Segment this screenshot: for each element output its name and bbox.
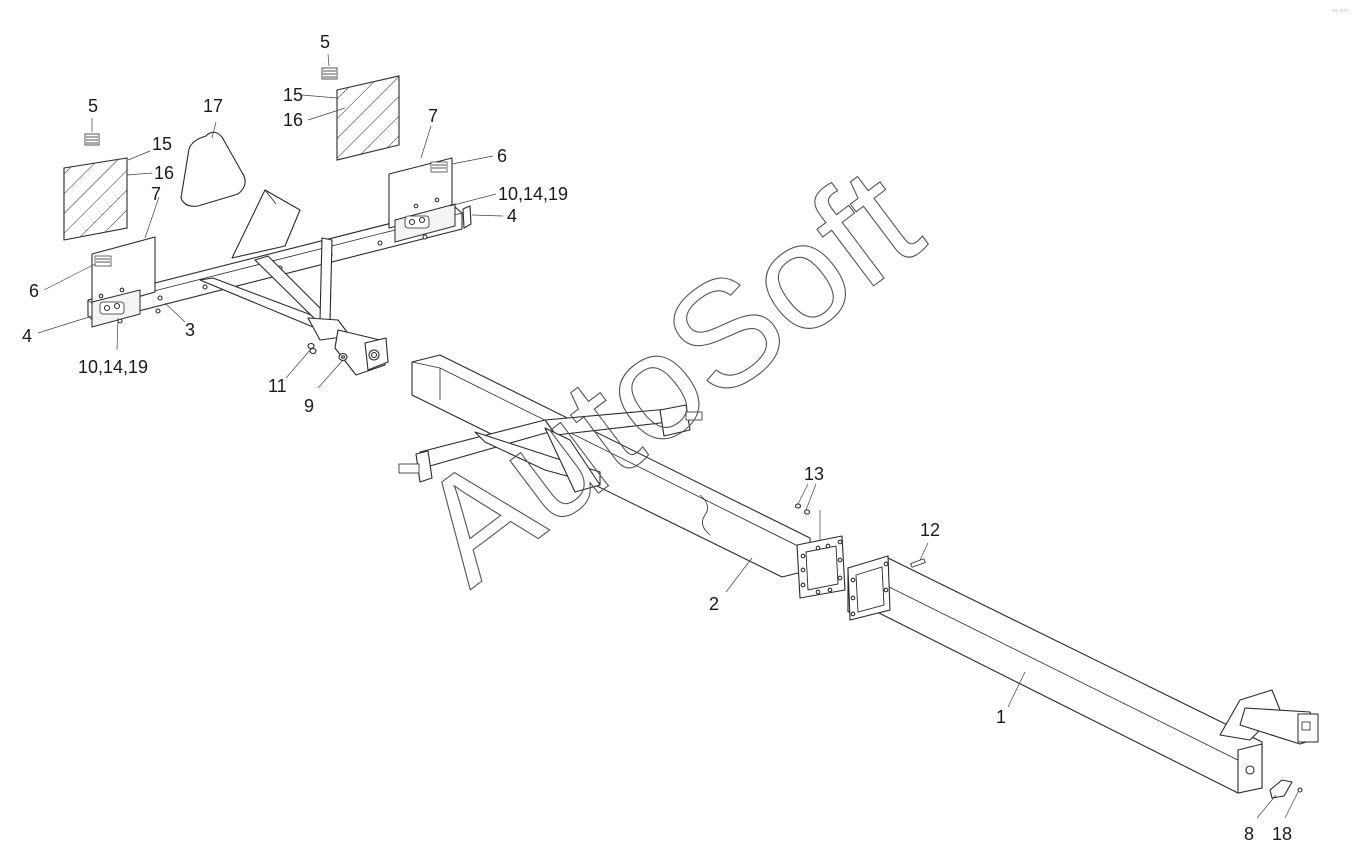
bolt-part-11: [307, 342, 317, 355]
callout-9: 9: [304, 396, 314, 416]
callout-1: 1: [996, 707, 1006, 727]
rivet-part-18: [1297, 787, 1303, 793]
callout-6-right: 6: [497, 146, 507, 166]
callout-4-left: 4: [22, 326, 32, 346]
label-plate-right: [321, 67, 338, 80]
bolt-part-12: [910, 558, 926, 568]
bolt-part-13: [794, 503, 811, 515]
callout-3: 3: [185, 320, 195, 340]
mud-flap-right: [388, 157, 456, 243]
callout-10-left: 10,14,19: [78, 357, 148, 377]
callout-4-right: 4: [507, 206, 517, 226]
callout-13: 13: [804, 464, 824, 484]
corner-mark: °° °°°: [1332, 9, 1349, 16]
callout-18: 18: [1272, 824, 1292, 844]
callout-11: 11: [268, 376, 287, 396]
label-plate-left: [84, 133, 100, 146]
callout-7-left: 7: [151, 184, 161, 204]
reflector-sheet-right: [336, 75, 400, 161]
callout-16-right: 16: [283, 110, 303, 130]
mud-flap-left: [91, 236, 156, 328]
callout-2: 2: [709, 594, 719, 614]
callout-15-right: 15: [283, 85, 303, 105]
triangle-sign: [180, 131, 246, 207]
reflector-sheet-left: [63, 157, 128, 241]
callout-6-left: 6: [29, 281, 39, 301]
callout-10-right: 10,14,19: [498, 184, 568, 204]
callout-5-right: 5: [320, 32, 330, 52]
drawbar-front-section: [847, 555, 1319, 794]
callout-15-left: 15: [152, 134, 172, 154]
rear-crossbar: [87, 189, 463, 376]
callout-8: 8: [1244, 824, 1254, 844]
callout-labels: 5 15 16 7 6 10,14,19 4 5 17 15 16 7 6 4 …: [22, 32, 1292, 844]
callout-5-left: 5: [88, 96, 98, 116]
callout-12: 12: [920, 520, 940, 540]
leader-lines: [37, 53, 1299, 819]
callout-7-right: 7: [428, 106, 438, 126]
drawbar-rear-section: [398, 354, 846, 599]
callout-17: 17: [203, 96, 223, 116]
callout-16-left: 16: [154, 163, 174, 183]
washer-part-9: [338, 352, 348, 362]
end-cap-part-8: [1269, 779, 1293, 799]
side-reflector-right: [462, 205, 472, 229]
